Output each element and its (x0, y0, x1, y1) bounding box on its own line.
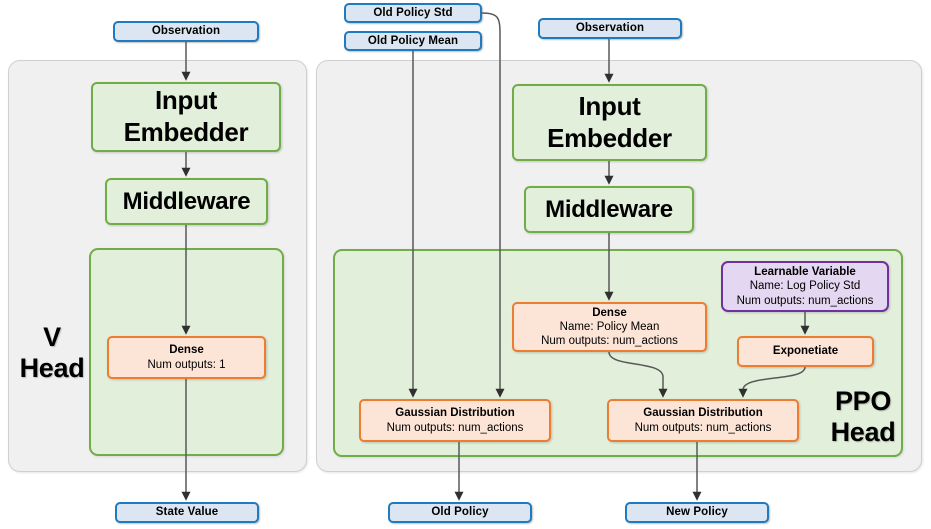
ppo-head-label-line1: PPO (834, 386, 892, 416)
input-old-policy-std[interactable]: Old Policy Std (344, 3, 482, 23)
v-head-middleware-label: Middleware (122, 187, 251, 215)
v-head-label-line1: V (43, 322, 61, 352)
v-head-dense-title: Dense (169, 344, 204, 357)
ppo-head-gaussian-new[interactable]: Gaussian Distribution Num outputs: num_a… (607, 399, 799, 442)
ppo-head-middleware[interactable]: Middleware (524, 186, 694, 233)
output-state-value[interactable]: State Value (115, 502, 259, 523)
v-head-middleware[interactable]: Middleware (105, 178, 268, 225)
gaussian-new-line2: Num outputs: num_actions (634, 421, 772, 434)
input-old-policy-std-label: Old Policy Std (373, 6, 453, 19)
output-old-policy[interactable]: Old Policy (388, 502, 532, 523)
output-state-value-label: State Value (155, 506, 219, 519)
v-head-label: V Head (14, 322, 90, 384)
ppo-head-input-embedder[interactable]: Input Embedder (512, 84, 707, 161)
v-head-input-embedder-label: Input Embedder (123, 85, 249, 147)
v-head-dense-line2: Num outputs: 1 (147, 358, 226, 371)
input-observation-ppo-head[interactable]: Observation (538, 18, 682, 39)
input-old-policy-mean[interactable]: Old Policy Mean (344, 31, 482, 51)
ppo-head-label: PPO Head (818, 386, 908, 448)
gaussian-new-title: Gaussian Distribution (643, 407, 763, 420)
input-old-policy-mean-label: Old Policy Mean (367, 34, 459, 47)
ppo-head-label-line2: Head (830, 417, 896, 448)
learnable-variable-line2: Name: Log Policy Std (749, 280, 861, 293)
ppo-head-middleware-label: Middleware (545, 195, 673, 223)
ppo-head-gaussian-old[interactable]: Gaussian Distribution Num outputs: num_a… (359, 399, 551, 442)
v-head-input-embedder[interactable]: Input Embedder (91, 82, 281, 152)
output-old-policy-label: Old Policy (431, 506, 489, 519)
input-observation-v-head[interactable]: Observation (113, 21, 259, 42)
exponetiate-title: Exponetiate (772, 345, 839, 358)
ppo-head-dense-line3: Num outputs: num_actions (541, 335, 678, 347)
v-head-dense[interactable]: Dense Num outputs: 1 (107, 336, 266, 379)
output-new-policy[interactable]: New Policy (625, 502, 769, 523)
input-observation-ppo-head-label: Observation (575, 22, 645, 35)
learnable-variable-line3: Num outputs: num_actions (736, 294, 874, 307)
gaussian-old-title: Gaussian Distribution (395, 407, 515, 420)
input-observation-v-head-label: Observation (151, 25, 221, 38)
ppo-head-input-embedder-label: Input Embedder (547, 90, 672, 153)
learnable-variable-title: Learnable Variable (754, 266, 856, 279)
ppo-head-exponetiate[interactable]: Exponetiate (737, 336, 874, 367)
gaussian-old-line2: Num outputs: num_actions (386, 421, 524, 434)
output-new-policy-label: New Policy (666, 506, 728, 519)
ppo-head-dense-line2: Name: Policy Mean (559, 320, 660, 333)
ppo-head-dense-title: Dense (592, 306, 627, 319)
v-head-label-line2: Head (19, 353, 85, 384)
ppo-head-learnable-variable[interactable]: Learnable Variable Name: Log Policy Std … (721, 261, 889, 312)
ppo-head-dense-policy-mean[interactable]: Dense Name: Policy Mean Num outputs: num… (512, 302, 707, 352)
